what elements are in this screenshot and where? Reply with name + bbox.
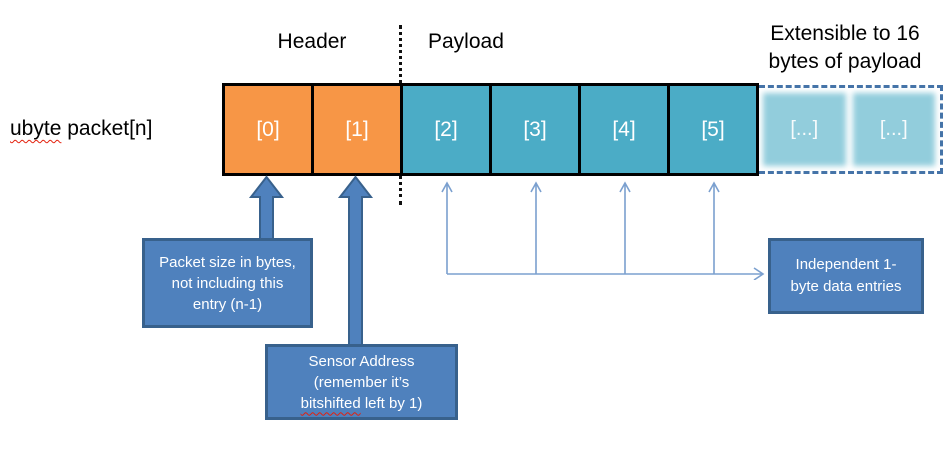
extensible-cell-b-label: [...] xyxy=(879,118,908,140)
packet-size-callout: Packet size in bytes, not including this… xyxy=(142,238,313,328)
bitshifted-word: bitshifted xyxy=(300,394,361,412)
extensible-payload-region: [...] [...] xyxy=(759,85,943,174)
independent-entries-callout-line1: Independent 1- xyxy=(795,256,897,273)
packet-cell-4: [4] xyxy=(578,83,670,176)
extensible-note: Extensible to 16 bytes of payload xyxy=(746,20,944,76)
packet-cell-5: [5] xyxy=(667,83,759,176)
header-section-label: Header xyxy=(277,30,347,53)
payload-section-label: Payload xyxy=(428,30,504,53)
packet-size-callout-line1: Packet size in bytes, xyxy=(159,253,296,271)
extensible-cell-a-fill xyxy=(763,93,846,166)
array-name-word: packet[n] xyxy=(61,117,153,140)
sensor-address-callout-line1: Sensor Address xyxy=(308,352,415,370)
packet-byte-row: [0] [1] [2] [3] [4] [5] xyxy=(222,83,759,176)
packet-cell-2: [2] xyxy=(400,83,492,176)
extensible-cell-a-label: [...] xyxy=(790,118,819,140)
packet-cell-0: [0] xyxy=(222,83,314,176)
extensible-note-line1: Extensible to 16 xyxy=(770,22,920,45)
sensor-address-callout-line2: (remember it’s xyxy=(313,373,410,391)
packet-cell-3: [3] xyxy=(489,83,581,176)
payload-entries-connector-arrows xyxy=(441,181,765,280)
sensor-address-arrow xyxy=(337,175,374,347)
packet-size-callout-line3: entry (n-1) xyxy=(192,295,263,313)
packet-size-arrow xyxy=(248,175,285,242)
extensible-cell-b-fill xyxy=(852,93,935,166)
sensor-address-callout-line3-rest: left by 1) xyxy=(360,394,423,412)
extensible-cell-b: [...] xyxy=(852,93,935,166)
array-declaration-label: ubyte packet[n] xyxy=(10,117,152,141)
independent-entries-callout-line2: byte data entries xyxy=(790,278,902,295)
extensible-cell-a: [...] xyxy=(763,93,846,166)
independent-entries-callout: Independent 1- byte data entries xyxy=(768,238,924,314)
sensor-address-callout-line3: bitshifted left by 1) xyxy=(268,393,455,414)
sensor-address-callout: Sensor Address (remember it’s bitshifted… xyxy=(265,344,458,420)
array-type-word: ubyte xyxy=(10,117,62,140)
packet-size-callout-line2: not including this xyxy=(171,274,284,292)
extensible-note-line2: bytes of payload xyxy=(768,50,922,73)
packet-cell-1: [1] xyxy=(311,83,403,176)
